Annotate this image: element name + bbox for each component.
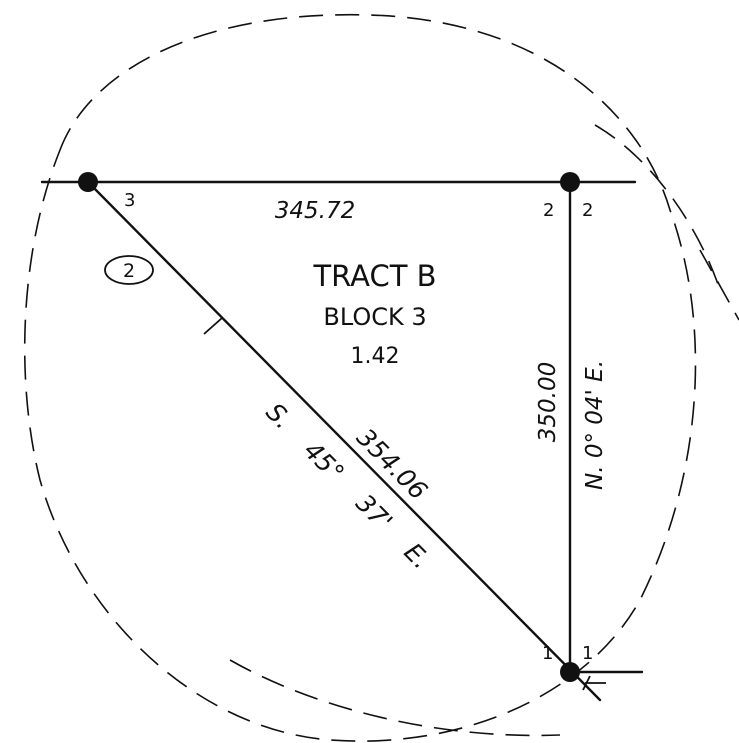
corner-monument-top-left [78, 172, 98, 192]
tract-title: TRACT B [312, 259, 436, 293]
corner-label-bottom-outer: 1 [582, 643, 593, 664]
course-marker-number: 2 [123, 260, 135, 282]
corner-label-bottom-inner: 1 [542, 643, 553, 664]
dashed-boundary-inner-arc [594, 124, 721, 291]
corner-monument-top-right [560, 172, 580, 192]
dashed-tick-right [699, 249, 739, 321]
corner-monument-bottom [560, 662, 580, 682]
dashed-boundary-lower-arc [229, 659, 561, 737]
corner-label-top-right-inner: 2 [543, 200, 554, 221]
north-distance-label: 345.72 [275, 198, 355, 224]
diagonal-tick [203, 317, 223, 335]
corner-label-top-left: 3 [124, 190, 135, 211]
tract-block: BLOCK 3 [323, 303, 426, 331]
corner-tick-bottom [582, 675, 606, 691]
tract-area: 1.42 [351, 344, 400, 369]
east-bearing-label: N. 0° 04' E. [582, 360, 608, 490]
corner-label-top-right-outer: 2 [582, 200, 593, 221]
east-distance-label: 350.00 [535, 362, 561, 442]
course-marker-oval [104, 255, 154, 285]
diagonal-line [86, 180, 602, 702]
